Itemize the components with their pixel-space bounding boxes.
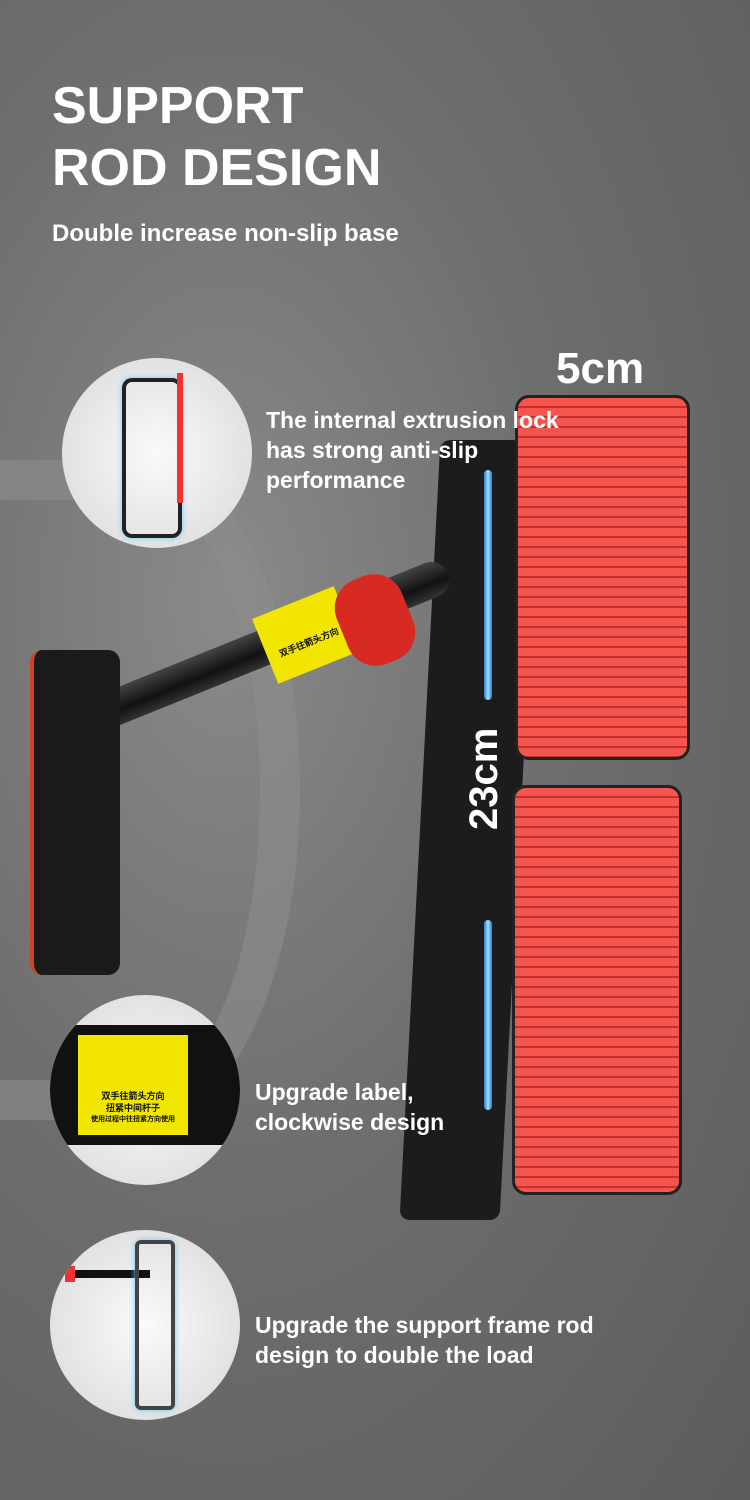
title-line-2: ROD DESIGN bbox=[52, 139, 382, 197]
feature-caption-2: Upgrade label, clockwise design bbox=[255, 1079, 445, 1135]
bottom-pad bbox=[512, 785, 682, 1195]
feature-caption-1: The internal extrusion lock has strong a… bbox=[266, 407, 559, 493]
detail-circle-frame bbox=[50, 1230, 240, 1420]
label-line-3: 使用过程中往扭紧方向使用 bbox=[91, 1116, 175, 1123]
top-pad bbox=[515, 395, 690, 760]
detail-circle-label: 双手往箭头方向 扭紧中间杆子 使用过程中往扭紧方向使用 bbox=[50, 995, 240, 1185]
feature-caption-3: Upgrade the support frame rod design to … bbox=[255, 1312, 594, 1368]
detail-circle-lock bbox=[62, 358, 252, 548]
height-arrow-bottom bbox=[484, 920, 492, 1110]
label-line-1: 双手往箭头方向 bbox=[101, 1091, 165, 1101]
title-line-1: SUPPORT bbox=[52, 77, 304, 135]
label-line-2: 扭紧中间杆子 bbox=[105, 1103, 160, 1113]
width-dimension: 5cm bbox=[556, 344, 645, 393]
height-dimension: 23cm bbox=[462, 727, 506, 830]
height-arrow-top bbox=[484, 470, 492, 700]
subtitle: Double increase non-slip base bbox=[52, 220, 399, 247]
left-base bbox=[30, 650, 120, 975]
label-text: 双手往箭头方向 bbox=[277, 625, 341, 659]
